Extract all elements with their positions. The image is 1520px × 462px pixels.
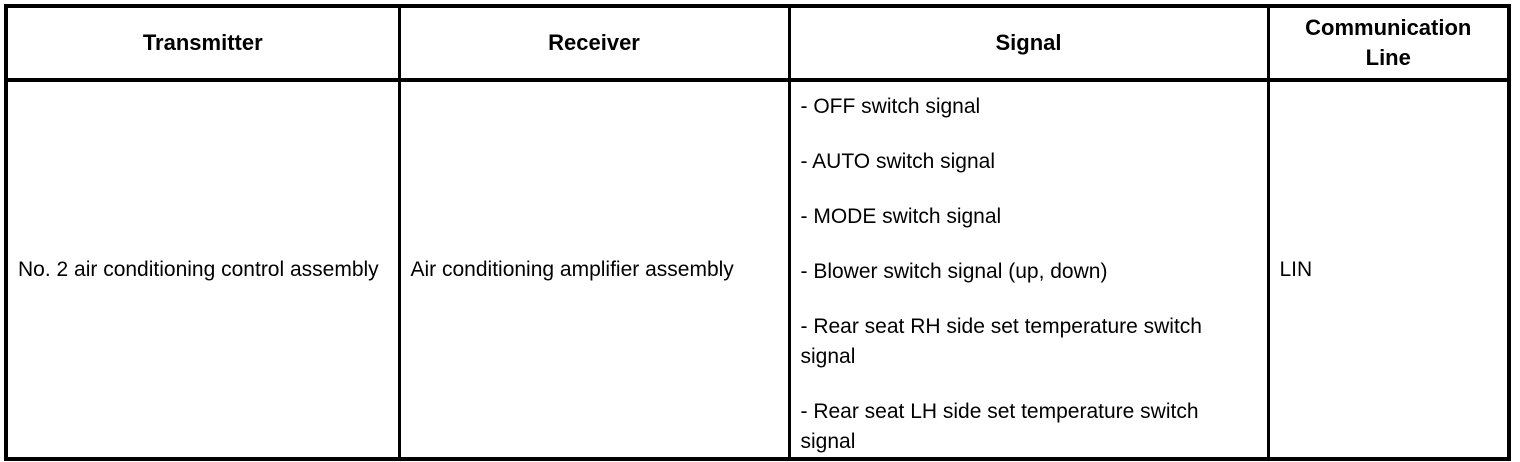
cell-communication-line: LIN	[1279, 258, 1313, 281]
table-header: Transmitter Receiver Signal Communicatio…	[6, 6, 1509, 82]
column-header-communication-line-2: Line	[1365, 45, 1411, 70]
column-header-receiver: Receiver	[399, 6, 791, 82]
communication-table-container: Transmitter Receiver Signal Communicatio…	[4, 4, 1511, 461]
signal-list: - OFF switch signal - AUTO switch signal…	[801, 92, 1257, 457]
column-header-transmitter: Transmitter	[6, 6, 401, 82]
list-item: - Rear seat LH side set temperature swit…	[800, 400, 1199, 453]
column-header-communication-line: Communication Line	[1268, 6, 1509, 82]
cell-signal: - OFF switch signal - AUTO switch signal…	[789, 80, 1270, 459]
cell-receiver: Air conditioning amplifier assembly	[399, 80, 791, 459]
table-header-row: Transmitter Receiver Signal Communicatio…	[6, 6, 1509, 82]
column-header-signal: Signal	[789, 6, 1270, 82]
table-row: No. 2 air conditioning control assembly …	[6, 80, 1509, 459]
column-header-communication-line-1: Communication	[1305, 15, 1472, 40]
list-item: - MODE switch signal	[800, 205, 1002, 228]
cell-transmitter: No. 2 air conditioning control assembly	[6, 80, 401, 459]
list-item: - Blower switch signal (up, down)	[800, 260, 1108, 283]
table-body: No. 2 air conditioning control assembly …	[6, 80, 1509, 459]
list-item: - Rear seat RH side set temperature swit…	[800, 315, 1202, 368]
list-item: - AUTO switch signal	[800, 150, 996, 173]
list-item: - OFF switch signal	[800, 95, 981, 118]
communication-table: Transmitter Receiver Signal Communicatio…	[4, 4, 1511, 461]
